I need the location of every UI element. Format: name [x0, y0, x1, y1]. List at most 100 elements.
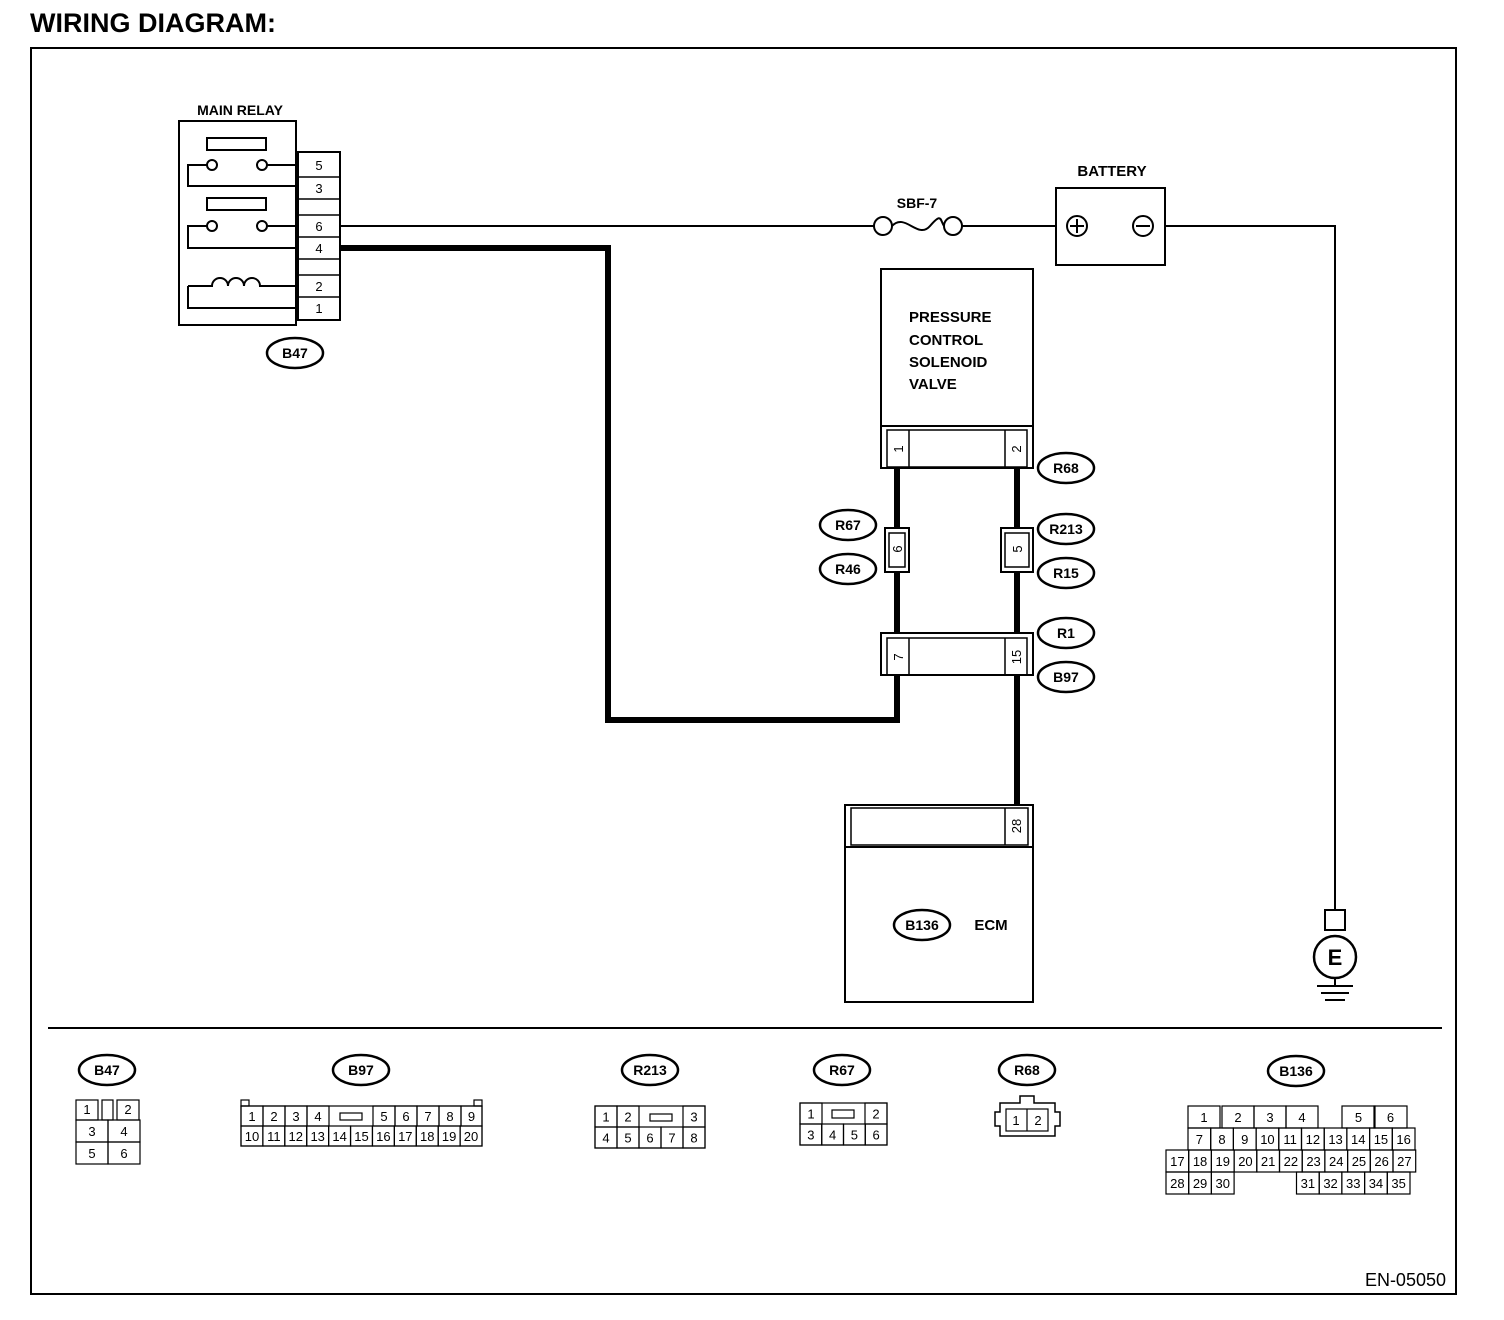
- solenoid-label-line3: SOLENOID: [909, 354, 988, 371]
- b97-pin-17: 17: [398, 1129, 412, 1144]
- r67-pin-5: 5: [851, 1128, 858, 1143]
- battery: BATTERY: [1055, 163, 1166, 266]
- b47-pin-2: 2: [124, 1102, 131, 1117]
- b136-pin-25: 25: [1352, 1154, 1366, 1169]
- r213-pin-7: 7: [668, 1131, 675, 1146]
- b97-pin-20: 20: [464, 1129, 478, 1144]
- b136-pin-26: 26: [1374, 1154, 1388, 1169]
- joint-left-connector-r46: R46: [835, 561, 861, 577]
- b97-pin-1: 1: [248, 1109, 255, 1124]
- ground-e: E: [1312, 909, 1358, 1001]
- r213-pin-3: 3: [690, 1110, 697, 1125]
- r213-pin-4: 4: [602, 1131, 609, 1146]
- main-relay-connector-b47: B47: [282, 345, 308, 361]
- b97-pin-14: 14: [332, 1129, 346, 1144]
- b97-pin-8: 8: [446, 1109, 453, 1124]
- pressure-control-solenoid-valve: PRESSURE CONTROL SOLENOID VALVE 1 2 R68: [880, 268, 1096, 485]
- wire-relay-to-solenoid: [340, 245, 900, 723]
- ecm-label: ECM: [974, 917, 1007, 934]
- b136-pin-14: 14: [1351, 1132, 1365, 1147]
- b97-pin-5: 5: [380, 1109, 387, 1124]
- connector-view-b47-label: B47: [94, 1062, 120, 1078]
- b136-pin-29: 29: [1193, 1176, 1207, 1191]
- r213-pin-5: 5: [624, 1131, 631, 1146]
- connector-view-r68-label: R68: [1014, 1062, 1040, 1078]
- diagram-frame: [30, 47, 1457, 1295]
- joint-connector-left: 6 R67 R46: [818, 508, 910, 586]
- b136-pin-18: 18: [1193, 1154, 1207, 1169]
- r67-pin-1: 1: [807, 1107, 814, 1122]
- joint-main-pin-15: 15: [1009, 650, 1024, 664]
- solenoid-label-line1: PRESSURE: [909, 309, 992, 326]
- b136-pin-27: 27: [1397, 1154, 1411, 1169]
- solenoid-connector-r68: R68: [1053, 460, 1079, 476]
- r67-pin-6: 6: [873, 1128, 880, 1143]
- b97-pin-10: 10: [245, 1129, 259, 1144]
- connector-view-r213-label: R213: [633, 1062, 667, 1078]
- joint-main-connector-b97: B97: [1053, 669, 1079, 685]
- wire-battery-to-ground: [1166, 225, 1336, 910]
- solenoid-pin-2: 2: [1009, 445, 1024, 452]
- battery-label: BATTERY: [1077, 163, 1146, 180]
- b136-pin-15: 15: [1374, 1132, 1388, 1147]
- fuse-sbf7: SBF-7: [873, 195, 963, 236]
- r213-pin-6: 6: [646, 1131, 653, 1146]
- b136-pin-33: 33: [1346, 1176, 1360, 1191]
- b136-pin-1: 1: [1200, 1110, 1207, 1125]
- b97-pin-7: 7: [424, 1109, 431, 1124]
- b136-pin-5: 5: [1355, 1110, 1362, 1125]
- b136-pin-4: 4: [1298, 1110, 1305, 1125]
- b47-pin-5: 5: [88, 1146, 95, 1161]
- r213-pin-8: 8: [690, 1131, 697, 1146]
- b97-pin-4: 4: [314, 1109, 321, 1124]
- b136-pin-16: 16: [1396, 1132, 1410, 1147]
- b97-pin-16: 16: [376, 1129, 390, 1144]
- ecm-connector-b136: B136: [905, 917, 939, 933]
- main-relay-pin-1: 1: [315, 301, 322, 316]
- r67-pin-3: 3: [807, 1128, 814, 1143]
- fuse-label: SBF-7: [897, 195, 938, 211]
- connector-view-b136-label: B136: [1279, 1063, 1313, 1079]
- b136-pin-24: 24: [1329, 1154, 1343, 1169]
- b47-pin-4: 4: [120, 1124, 127, 1139]
- connector-view-r68: R68 1 2: [994, 1053, 1061, 1137]
- main-relay: MAIN RELAY 5 3 6 4 2 1 B47: [178, 102, 341, 370]
- main-relay-pin-3: 3: [315, 181, 322, 196]
- main-relay-pin-2: 2: [315, 279, 322, 294]
- solenoid-pin-1: 1: [891, 445, 906, 452]
- joint-left-connector-r67: R67: [835, 517, 861, 533]
- b136-pin-22: 22: [1284, 1154, 1298, 1169]
- ecm: 28 B136 ECM: [844, 804, 1034, 1003]
- b47-pin-1: 1: [83, 1102, 90, 1117]
- b136-pin-35: 35: [1391, 1176, 1405, 1191]
- b97-pin-9: 9: [468, 1109, 475, 1124]
- b97-pin-15: 15: [354, 1129, 368, 1144]
- b136-pin-28: 28: [1170, 1176, 1184, 1191]
- b136-pin-10: 10: [1260, 1132, 1274, 1147]
- b97-pin-12: 12: [289, 1129, 303, 1144]
- joint-right-connector-r15: R15: [1053, 565, 1079, 581]
- b136-pin-7: 7: [1196, 1132, 1203, 1147]
- b97-pin-19: 19: [442, 1129, 456, 1144]
- ground-label: E: [1328, 945, 1343, 970]
- b136-pin-23: 23: [1306, 1154, 1320, 1169]
- b136-pin-20: 20: [1238, 1154, 1252, 1169]
- joint-right-pin: 5: [1010, 545, 1025, 552]
- b136-pin-2: 2: [1234, 1110, 1241, 1125]
- b136-pin-32: 32: [1323, 1176, 1337, 1191]
- r213-pin-2: 2: [624, 1110, 631, 1125]
- b136-pin-11: 11: [1283, 1132, 1297, 1147]
- joint-main-pin-7: 7: [891, 653, 906, 660]
- b97-pin-11: 11: [267, 1129, 281, 1144]
- joint-main-connector-r1: R1: [1057, 625, 1075, 641]
- main-relay-label: MAIN RELAY: [197, 102, 283, 118]
- connector-view-b47: B47 1 2 3 4 5 6: [75, 1053, 141, 1165]
- figure-code: EN-05050: [1365, 1270, 1446, 1290]
- ecm-pin-28: 28: [1009, 819, 1024, 833]
- main-relay-pin-5: 5: [315, 158, 322, 173]
- solenoid-label-line4: VALVE: [909, 376, 957, 393]
